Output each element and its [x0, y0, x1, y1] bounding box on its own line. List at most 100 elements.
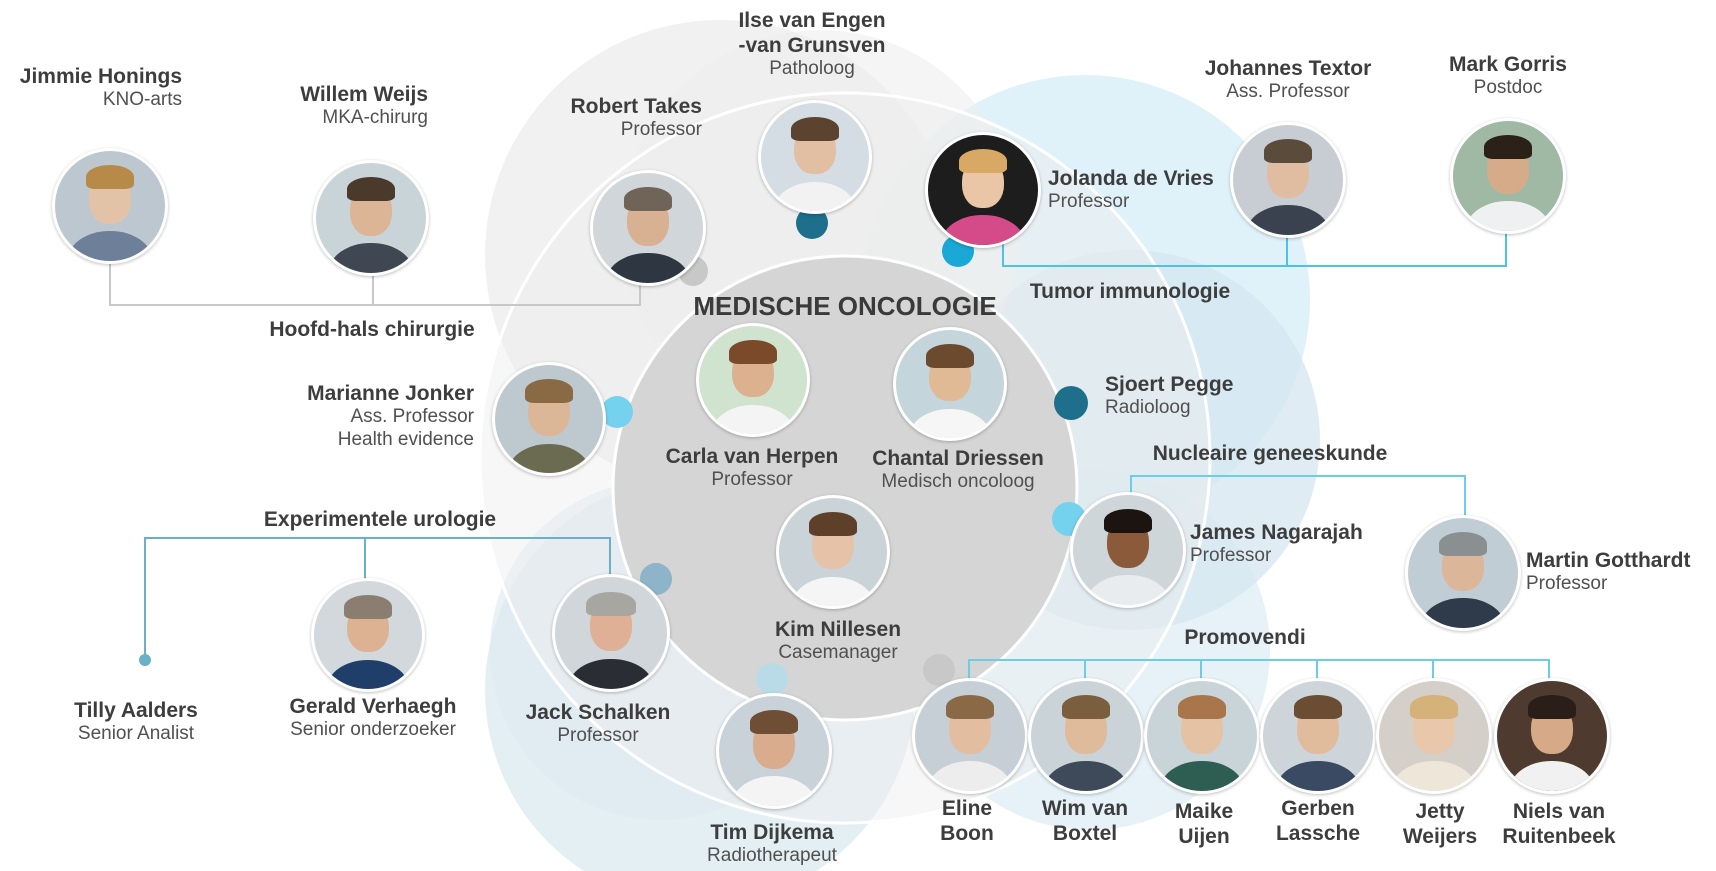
- role-chantal: Medisch oncoloog: [881, 471, 1035, 493]
- avatar-niels: [1494, 678, 1610, 794]
- label-promovendus-6: Niels van Ruitenbeek: [1502, 799, 1615, 849]
- heading-hoofd-hals: Hoofd-hals chirurgie: [269, 318, 475, 341]
- role-willem: MKA-chirurg: [322, 107, 428, 129]
- name-martin: Martin Gotthardt: [1526, 549, 1691, 572]
- avatar-jetty: [1376, 678, 1492, 794]
- label-mark: Mark Gorris Postdoc: [1449, 52, 1567, 100]
- name-gerald: Gerald Verhaegh: [289, 695, 457, 718]
- promovendus-6-line2: Ruitenbeek: [1502, 825, 1616, 849]
- role-johannes: Ass. Professor: [1226, 81, 1350, 103]
- label-promovendus-5: Jetty Weijers: [1403, 799, 1477, 849]
- promovendus-2-line2: Boxtel: [1052, 822, 1118, 846]
- label-jolanda: Jolanda de Vries Professor: [1048, 166, 1214, 214]
- label-james: James Nagarajah Professor: [1190, 520, 1363, 568]
- label-tim: Tim Dijkema Radiotherapeut: [707, 820, 837, 868]
- role-kim: Casemanager: [778, 642, 898, 664]
- tumor-connector: [1002, 230, 1507, 267]
- role-sjoert: Radioloog: [1105, 397, 1191, 419]
- avatar-chantal: [893, 327, 1007, 441]
- label-willem: Willem Weijs MKA-chirurg: [300, 82, 428, 130]
- hoofd-hals-connector: [109, 260, 641, 306]
- label-promovendus-2: Wim van Boxtel: [1042, 796, 1128, 846]
- label-johannes: Johannes Textor Ass. Professor: [1205, 56, 1371, 104]
- name-ilse-2: -van Grunsven: [738, 34, 886, 58]
- label-kim: Kim Nillesen Casemanager: [775, 617, 901, 665]
- avatar-jack: [552, 574, 670, 692]
- role-jack: Professor: [557, 725, 639, 747]
- name-mark: Mark Gorris: [1449, 53, 1567, 76]
- label-promovendus-4: Gerben Lassche: [1276, 796, 1360, 846]
- heading-promovendi: Promovendi: [1184, 626, 1306, 649]
- label-chantal: Chantal Driessen Medisch oncoloog: [872, 446, 1044, 494]
- avatar-tim: [716, 693, 832, 809]
- promovendus-4-line1: Gerben: [1281, 797, 1355, 820]
- avatar-wim: [1028, 678, 1144, 794]
- heading-urologie: Experimentele urologie: [263, 508, 497, 531]
- role-mark: Postdoc: [1473, 77, 1543, 99]
- label-promovendus-1: Eline Boon: [940, 796, 994, 846]
- name-jack: Jack Schalken: [525, 701, 671, 724]
- name-johannes: Johannes Textor: [1204, 57, 1372, 80]
- name-jimmie: Jimmie Honings: [19, 65, 182, 88]
- main-title: MEDISCHE ONCOLOGIE: [693, 291, 997, 321]
- name-james: James Nagarajah: [1190, 521, 1363, 544]
- promovendus-4-line2: Lassche: [1275, 822, 1361, 846]
- name-tim: Tim Dijkema: [710, 821, 834, 844]
- avatar-marianne: [492, 362, 606, 476]
- name-carla: Carla van Herpen: [665, 445, 839, 468]
- name-tilly: Tilly Aalders: [74, 699, 198, 722]
- avatar-johannes: [1230, 122, 1346, 238]
- name-marianne: Marianne Jonker: [307, 382, 474, 405]
- avatar-gerben: [1260, 678, 1376, 794]
- name-robert: Robert Takes: [570, 95, 703, 118]
- label-marianne: Marianne Jonker Ass. Professor Health ev…: [307, 381, 474, 452]
- promovendus-5-line1: Jetty: [1415, 800, 1465, 823]
- name-sjoert: Sjoert Pegge: [1105, 373, 1234, 396]
- role-carla: Professor: [711, 469, 793, 491]
- avatar-willem: [313, 160, 429, 276]
- avatar-jimmie: [52, 148, 168, 264]
- avatar-gerald: [311, 578, 425, 692]
- label-robert: Robert Takes Professor: [571, 94, 703, 142]
- avatar-martin: [1405, 515, 1521, 631]
- label-ilse: Ilse van Engen -van Grunsven Patholoog: [738, 8, 885, 81]
- avatar-carla: [696, 323, 810, 437]
- name-ilse-1: Ilse van Engen: [738, 9, 886, 32]
- dot-tilly: [139, 654, 151, 666]
- role-ilse: Patholoog: [769, 58, 855, 80]
- promovendus-1-line2: Boon: [940, 822, 994, 846]
- role-marianne-2: Health evidence: [337, 428, 474, 450]
- avatar-eline: [912, 678, 1028, 794]
- promovendus-1-line1: Eline: [941, 797, 993, 820]
- role-tim: Radiotherapeut: [707, 845, 837, 867]
- label-martin: Martin Gotthardt Professor: [1526, 548, 1690, 596]
- dot-marianne: [601, 396, 633, 428]
- promovendus-3-line2: Uijen: [1178, 825, 1230, 849]
- avatar-mark: [1450, 118, 1566, 234]
- urologie-connector: [144, 537, 611, 660]
- role-robert: Professor: [620, 119, 702, 141]
- dot-sjoert: [1054, 386, 1088, 420]
- avatar-james: [1070, 492, 1186, 608]
- promovendus-2-line1: Wim van: [1041, 797, 1129, 820]
- label-promovendus-3: Maike Uijen: [1175, 799, 1233, 849]
- role-jolanda: Professor: [1048, 191, 1130, 213]
- role-gerald: Senior onderzoeker: [290, 719, 456, 741]
- name-jolanda: Jolanda de Vries: [1048, 167, 1214, 190]
- label-carla: Carla van Herpen Professor: [666, 444, 839, 492]
- avatar-maike: [1144, 678, 1260, 794]
- avatar-robert: [590, 170, 706, 286]
- promovendus-3-line1: Maike: [1174, 800, 1234, 823]
- heading-nucleaire: Nucleaire geneeskunde: [1152, 442, 1388, 465]
- role-jimmie: KNO-arts: [102, 89, 182, 111]
- label-jack: Jack Schalken Professor: [526, 700, 671, 748]
- avatar-jolanda: [925, 132, 1041, 248]
- promovendus-6-line1: Niels van: [1512, 800, 1606, 823]
- dot-tim: [756, 663, 788, 695]
- label-gerald: Gerald Verhaegh Senior onderzoeker: [290, 694, 457, 742]
- name-willem: Willem Weijs: [300, 83, 428, 106]
- avatar-kim: [776, 495, 890, 609]
- label-tilly: Tilly Aalders Senior Analist: [74, 698, 198, 746]
- label-jimmie: Jimmie Honings KNO-arts: [20, 64, 182, 112]
